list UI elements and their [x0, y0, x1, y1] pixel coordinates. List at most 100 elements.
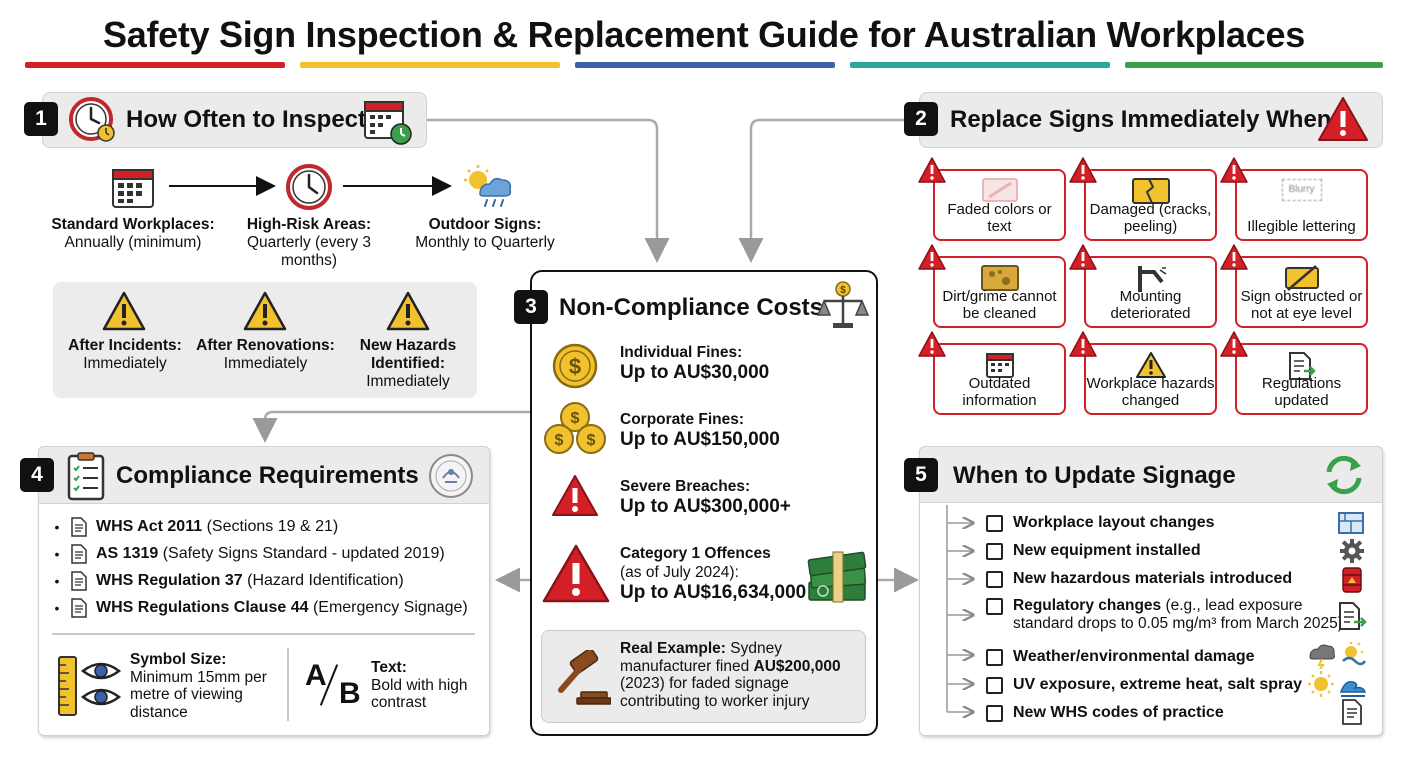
svg-text:$: $: [555, 432, 564, 449]
section4-header: [38, 446, 490, 504]
svg-text:$: $: [587, 432, 596, 449]
warning-red-icon: [918, 331, 946, 357]
text-requirement-detail: Bold with high contrast: [371, 676, 468, 712]
trigger-incidents-detail: Immediately: [83, 355, 167, 372]
replace-item-label: Dirt/grime cannot be cleaned: [942, 288, 1057, 322]
trigger-incidents: After Incidents: Immediately: [60, 337, 190, 373]
svg-text:$: $: [569, 354, 581, 379]
replace-item: Mounting deteriorated: [1084, 256, 1217, 328]
requirement-detail: (Emergency Signage): [308, 598, 468, 616]
update-item-label: New WHS codes of practice: [1013, 704, 1224, 721]
warning-red-icon: [1220, 331, 1248, 357]
clipboard-checklist-icon: [67, 452, 105, 501]
cost-individual-value: Up to AU$30,000: [620, 362, 770, 383]
cost-category1: Category 1 Offences (as of July 2024): U…: [620, 544, 806, 604]
step-standard-label: Standard Workplaces:: [51, 216, 215, 233]
warning-red-icon: [1220, 157, 1248, 183]
example-text-part2: (2023) for faded signage contributing to…: [620, 675, 810, 710]
update-item-label: New equipment installed: [1013, 542, 1201, 559]
update-item: New WHS codes of practice: [986, 699, 1376, 727]
outdated-calendar-icon: [985, 353, 1014, 378]
requirement-detail: (Safety Signs Standard - updated 2019): [158, 544, 445, 562]
trigger-renovations-label: After Renovations:: [196, 337, 335, 354]
update-item-label: New hazardous materials introduced: [1013, 570, 1293, 587]
step-standard: Standard Workplaces: Annually (minimum): [40, 216, 226, 252]
document-icon: [1342, 699, 1362, 725]
title-stripe-green: [1125, 62, 1383, 68]
cracked-sign-icon: [1131, 178, 1170, 204]
section2-number: 2: [904, 102, 938, 136]
hazard-barrel-icon: [1342, 567, 1362, 593]
update-item: New equipment installed: [986, 537, 1376, 565]
section1-title: How Often to Inspect: [126, 106, 366, 133]
checkbox[interactable]: [986, 648, 1003, 666]
calendar-clock-icon: [364, 101, 412, 145]
svg-text:$: $: [571, 410, 580, 427]
requirement-name: WHS Regulation 37: [96, 571, 243, 589]
step-high-risk-label: High-Risk Areas:: [246, 216, 372, 233]
title-stripe-red: [25, 62, 285, 68]
requirement-item: • WHS Regulation 37 (Hazard Identificati…: [52, 567, 468, 594]
blurry-text-icon: Blurry: [1281, 179, 1322, 201]
alarm-clock-icon: [286, 164, 332, 210]
example-text: Real Example: Sydney manufacturer fined …: [620, 640, 860, 710]
text-contrast-glyphs: A B: [303, 659, 365, 713]
section5-title: When to Update Signage: [953, 462, 1236, 489]
step-outdoor-label: Outdoor Signs:: [428, 216, 542, 233]
update-item: UV exposure, extreme heat, salt spray: [986, 671, 1376, 699]
update-item-extra: (e.g., lead exposure standard drops to 0…: [1013, 597, 1343, 632]
sun-wave-icon: [1308, 671, 1367, 697]
replace-item-label: Outdated information: [962, 375, 1037, 409]
broken-mount-icon: [1137, 266, 1166, 292]
replace-item: Blurry Illegible lettering: [1235, 169, 1368, 241]
update-item-label: Workplace layout changes: [1013, 514, 1215, 531]
requirement-item: • AS 1319 (Safety Signs Standard - updat…: [52, 540, 468, 567]
svg-text:$: $: [840, 285, 846, 296]
cost-severe-label: Severe Breaches:: [620, 478, 751, 495]
update-item-label: UV exposure, extreme heat, salt spray: [1013, 676, 1303, 693]
step-high-risk: High-Risk Areas: Quarterly (every 3 mont…: [238, 216, 380, 270]
requirement-item: • WHS Act 2011 (Sections 19 & 21): [52, 513, 468, 540]
warning-red-icon: [1069, 157, 1097, 183]
section4-number: 4: [20, 458, 54, 492]
step-standard-detail: Annually (minimum): [64, 234, 202, 251]
requirement-item: • WHS Regulations Clause 44 (Emergency S…: [52, 594, 468, 621]
cost-category1-label: Category 1 Offences: [620, 545, 771, 562]
replace-item-label: Damaged (cracks, peeling): [1089, 201, 1212, 235]
warning-icon: [1135, 352, 1166, 378]
replace-item-label: Sign obstructed or not at eye level: [1240, 288, 1363, 322]
refresh-icon: [1326, 455, 1362, 495]
checkbox[interactable]: [986, 676, 1003, 694]
replace-item-label: Faded colors or text: [947, 201, 1052, 235]
checkbox[interactable]: [986, 598, 1003, 615]
warning-red-icon: [918, 244, 946, 270]
example-box: [541, 630, 866, 723]
checkbox[interactable]: [986, 704, 1003, 722]
bullet-icon: •: [54, 518, 60, 535]
warning-icon: [243, 291, 287, 331]
section1-number: 1: [24, 102, 58, 136]
divider: [52, 633, 475, 635]
trigger-new-hazards-detail: Immediately: [366, 373, 450, 390]
checkbox[interactable]: [986, 514, 1003, 532]
cost-category1-note: (as of July 2024):: [620, 564, 739, 581]
requirement-name: WHS Act 2011: [96, 517, 203, 535]
update-tree-lines: [946, 505, 980, 720]
title-stripe-blue: [575, 62, 835, 68]
coins-stack-icon: $ $ $: [544, 402, 606, 454]
symbol-size-label: Symbol Size:: [130, 651, 227, 668]
section5-number: 5: [904, 458, 938, 492]
section5-header: [919, 446, 1383, 503]
cost-individual: Individual Fines: Up to AU$30,000: [620, 343, 769, 384]
checkbox[interactable]: [986, 542, 1003, 560]
requirement-name: AS 1319: [96, 544, 159, 562]
faded-sign-icon: [981, 178, 1018, 202]
warning-icon: [386, 291, 430, 331]
page-title: Safety Sign Inspection & Replacement Gui…: [103, 14, 1305, 55]
replace-item: Outdated information: [933, 343, 1066, 415]
cost-individual-label: Individual Fines:: [620, 344, 743, 361]
section4-title: Compliance Requirements: [116, 462, 419, 489]
checkbox[interactable]: [986, 570, 1003, 588]
replace-item: Faded colors or text: [933, 169, 1066, 241]
